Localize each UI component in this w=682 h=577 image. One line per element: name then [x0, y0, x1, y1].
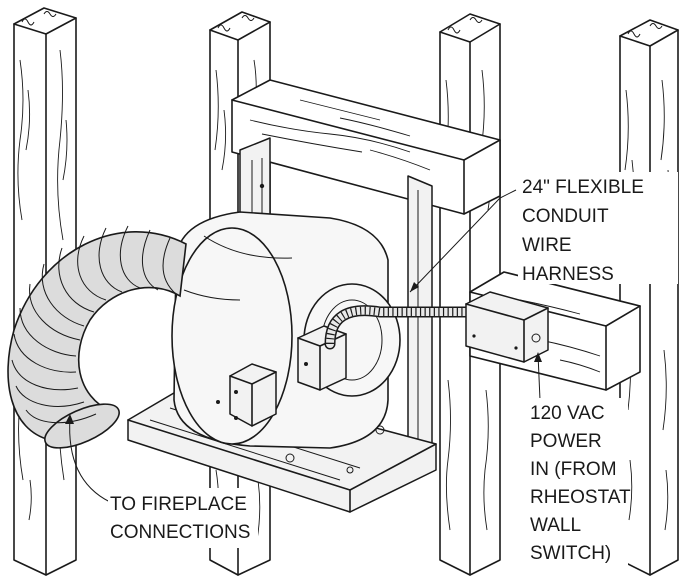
duct-ribs: [11, 225, 177, 424]
motor-electrical-box: [297, 325, 347, 391]
power-label-line-1: 120 VAC: [530, 403, 605, 424]
power-label: 120 VAC POWER IN (FROM RHEOSTAT WALL SWI…: [528, 398, 631, 574]
conduit-label-line-4: HARNESS: [522, 264, 614, 285]
upper-header-board: [231, 79, 501, 215]
power-label-line-5: WALL: [530, 515, 581, 536]
junction-box: [465, 291, 549, 363]
fireplace-label-line-1: TO FIREPLACE: [110, 494, 247, 515]
power-label-line-6: SWITCH): [530, 543, 611, 564]
conduit-label-line-1: 24" FLEXIBLE: [522, 177, 644, 198]
power-label-line-3: IN (FROM: [530, 459, 617, 480]
flexible-duct: [7, 225, 187, 449]
side-bracket: [216, 363, 277, 427]
fireplace-label-line-2: CONNECTIONS: [110, 522, 250, 543]
leader-lines: [65, 189, 542, 503]
power-label-line-4: RHEOSTAT: [530, 487, 631, 508]
power-label-line-2: POWER: [530, 431, 602, 452]
blower-housing: [171, 211, 401, 449]
fireplace-label: TO FIREPLACE CONNECTIONS: [108, 488, 258, 548]
conduit-label: 24" FLEXIBLE CONDUIT WIRE HARNESS: [518, 172, 678, 285]
flexible-conduit: [324, 305, 476, 350]
conduit-label-line-3: WIRE: [522, 235, 572, 256]
conduit-label-line-2: CONDUIT: [522, 206, 609, 227]
